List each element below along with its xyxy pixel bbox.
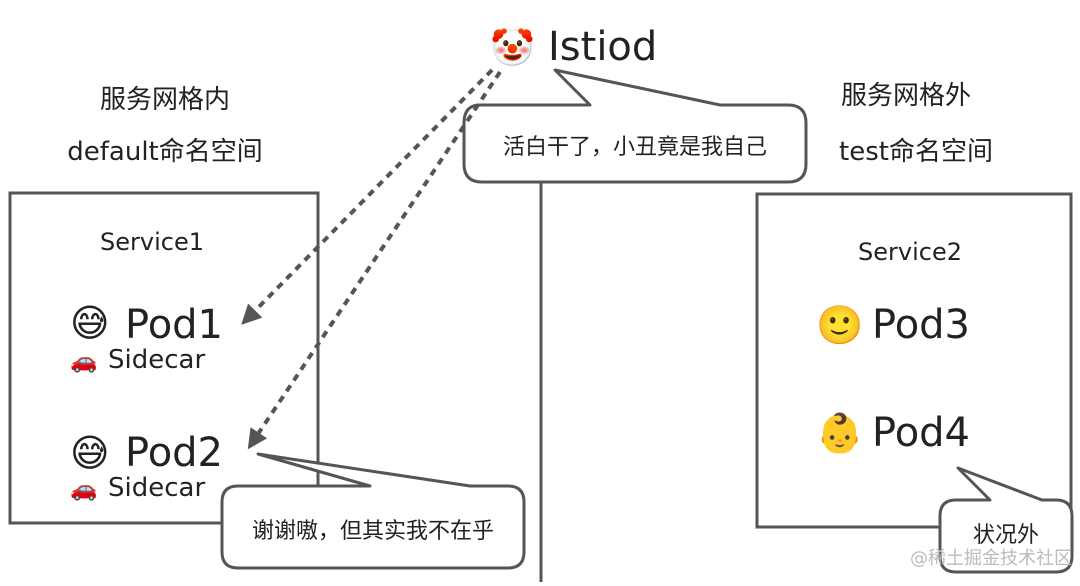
- car-icon: 🚗: [70, 349, 97, 374]
- inside-mesh-title: 服务网格内: [100, 85, 230, 115]
- outside-mesh-title: 服务网格外: [841, 81, 971, 111]
- service1-box: [8, 191, 320, 525]
- service1-label: Service1: [100, 228, 204, 256]
- sweat-smile-icon: 😅: [70, 301, 110, 345]
- watermark-text: @稀土掘金技术社区: [910, 548, 1072, 569]
- sweat-smile-icon: 😅: [70, 431, 110, 475]
- pod2-label: Pod2: [125, 430, 223, 476]
- pod4-label: Pod4: [872, 410, 970, 456]
- pod4-speech-bubble: [938, 466, 1074, 574]
- pod3-label: Pod3: [872, 302, 970, 348]
- istiod-to-pod1-arrow: [241, 68, 494, 325]
- pod2-bubble-text: 谢谢嗷，但其实我不在乎: [252, 519, 494, 544]
- car-icon: 🚗: [70, 477, 97, 502]
- slight-smile-icon: 🙂: [816, 303, 863, 347]
- clown-icon: 🤡: [490, 27, 535, 69]
- istiod-to-pod2-arrow: [247, 70, 502, 450]
- pod2-sidecar-label: Sidecar: [108, 473, 205, 503]
- pod2-speech-bubble: [220, 452, 526, 570]
- pod1-label: Pod1: [125, 302, 223, 348]
- service2-box: [755, 192, 1073, 529]
- pod1-sidecar-label: Sidecar: [108, 345, 205, 375]
- pod4-bubble-text: 状况外: [973, 523, 1039, 548]
- istiod-speech-bubble: [462, 68, 808, 184]
- service2-label: Service2: [858, 238, 962, 266]
- test-namespace-title: test命名空间: [839, 137, 993, 167]
- default-namespace-title: default命名空间: [67, 137, 262, 167]
- baby-icon: 👶: [816, 411, 863, 455]
- istiod-bubble-text: 活白干了，小丑竟是我自己: [503, 135, 767, 160]
- istiod-label: Istiod: [548, 24, 657, 70]
